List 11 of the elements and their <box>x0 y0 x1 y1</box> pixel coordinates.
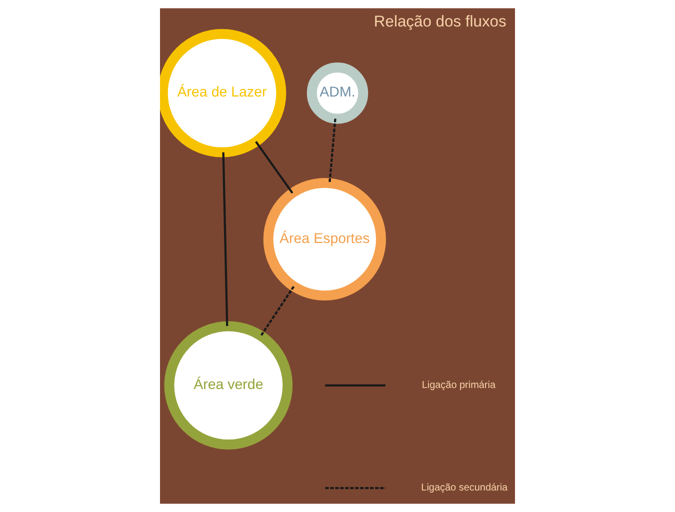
node-circle: Área de Lazer <box>160 28 286 158</box>
legend-label: Ligação secundária <box>421 482 508 494</box>
diagram-title: Relação dos fluxos <box>374 14 506 31</box>
node-circle: Área Esportes <box>263 178 386 301</box>
connector <box>222 152 228 326</box>
connector <box>328 118 336 184</box>
connector <box>260 286 295 336</box>
node-circle: Área verde <box>164 321 293 450</box>
connector <box>255 141 294 194</box>
legend-label: Ligação primária <box>422 380 496 392</box>
node-circle: ADM. <box>306 62 368 124</box>
